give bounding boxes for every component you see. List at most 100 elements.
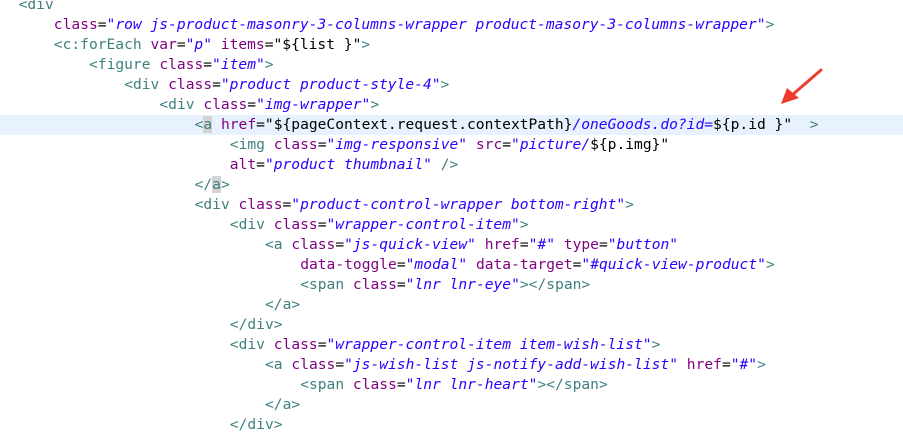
code-token: ></span> (537, 376, 608, 393)
code-token: /> (440, 156, 459, 173)
code-token: "#" (730, 356, 758, 373)
code-token: "#quick-view-product" (581, 256, 766, 273)
code-token: class (168, 76, 213, 93)
code-line[interactable]: <span class="lnr lnr-heart"></span> (0, 375, 903, 395)
code-token (467, 256, 476, 273)
code-token: class (53, 16, 98, 33)
code-token: items (220, 36, 265, 53)
code-line[interactable]: <div (0, 0, 903, 15)
code-token: <div (229, 216, 265, 233)
code-token (555, 236, 564, 253)
code-token: class (352, 376, 397, 393)
code-token: "product-control-wrapper bottom-right" (291, 196, 626, 213)
code-line[interactable]: </a> (0, 395, 903, 415)
code-token: </ (194, 176, 213, 193)
code-token: data-toggle (300, 256, 397, 273)
code-token: <c:forEach (53, 36, 142, 53)
code-token: "img-wrapper" (256, 96, 371, 113)
code-token: data-target (475, 256, 573, 273)
code-line[interactable]: </div> (0, 315, 903, 335)
code-token: a (203, 116, 213, 133)
code-token: ${p.img}" (590, 136, 670, 153)
code-token: = (97, 16, 107, 33)
code-line[interactable]: class="row js-product-masonry-3-columns-… (0, 15, 903, 35)
code-token: class (238, 196, 283, 213)
code-token (467, 136, 476, 153)
code-line[interactable]: <div class="wrapper-control-item"> (0, 215, 903, 235)
code-token (344, 376, 353, 393)
code-line[interactable]: <a class="js-wish-list js-notify-add-wis… (0, 355, 903, 375)
red-arrow-icon (781, 68, 823, 104)
code-token: </div> (229, 416, 283, 433)
code-token: "wrapper-control-item item-wish-list" (326, 336, 652, 353)
code-line[interactable]: <div class="wrapper-control-item item-wi… (0, 335, 903, 355)
code-token: a (212, 176, 221, 193)
code-token: class (273, 216, 318, 233)
code-line[interactable]: alt="product thumbnail" /> (0, 155, 903, 175)
code-token: = (247, 96, 257, 113)
code-token: "modal" (405, 256, 468, 273)
code-token: > (757, 356, 766, 373)
code-token: <div (229, 336, 265, 353)
code-line[interactable]: <div class="product-control-wrapper bott… (0, 195, 903, 215)
code-line[interactable]: <a href="${pageContext.request.contextPa… (0, 115, 903, 135)
code-token: <div (194, 196, 230, 213)
code-token: alt (229, 156, 257, 173)
code-token: /oneGoods.do?id= (572, 116, 714, 133)
code-token (159, 76, 168, 93)
code-token: "p" (185, 36, 212, 53)
code-token: <a (265, 356, 283, 373)
code-token: = (317, 216, 327, 233)
code-line[interactable]: <img class="img-responsive" src="picture… (0, 135, 903, 155)
code-token: class (159, 56, 204, 73)
code-line[interactable]: <div class="img-wrapper"> (0, 95, 903, 115)
code-token: = (282, 196, 292, 213)
code-token: "product product-style-4" (220, 76, 441, 93)
code-token (151, 56, 160, 73)
code-line[interactable]: data-toggle="modal" data-target="#quick-… (0, 255, 903, 275)
code-token (344, 276, 353, 293)
code-token: </a> (265, 296, 301, 313)
code-token: class (291, 356, 336, 373)
code-token: <a (265, 236, 283, 253)
code-line[interactable]: <span class="lnr lnr-eye"></span> (0, 275, 903, 295)
code-token: ${p.id }" (713, 116, 810, 133)
code-token: ="${pageContext.request.contextPath} (256, 116, 573, 133)
code-line[interactable]: <a class="js-quick-view" href="#" type="… (0, 235, 903, 255)
code-token: class (203, 96, 248, 113)
code-token: > (440, 76, 450, 93)
code-token: <span (300, 276, 345, 293)
code-line[interactable]: <figure class="item"> (0, 55, 903, 75)
code-token: "js-quick-view" (344, 236, 476, 253)
code-token: > (651, 336, 661, 353)
code-token: href (686, 356, 722, 373)
code-token: = (598, 236, 608, 253)
code-token: type (563, 236, 599, 253)
code-token (432, 156, 441, 173)
code-token (265, 336, 274, 353)
code-line[interactable]: </div> (0, 415, 903, 435)
code-token: = (176, 36, 186, 53)
code-token: = (212, 76, 221, 93)
code-token: href (220, 116, 257, 133)
code-line[interactable]: <c:forEach var="p" items="${list }"> (0, 35, 903, 55)
code-token: <div (18, 0, 54, 13)
code-token: < (194, 116, 204, 133)
code-line[interactable]: </a> (0, 175, 903, 195)
code-token: = (317, 336, 327, 353)
code-token: = (396, 376, 406, 393)
code-token: "#" (528, 236, 556, 253)
code-token: <div (159, 96, 195, 113)
code-token: = (721, 356, 731, 373)
code-line[interactable]: <div class="product product-style-4"> (0, 75, 903, 95)
code-token (230, 196, 239, 213)
code-line[interactable]: </a> (0, 295, 903, 315)
code-token: = (203, 56, 213, 73)
code-token: "img-responsive" (326, 136, 468, 153)
code-token: class (273, 336, 318, 353)
code-token: > (809, 116, 819, 133)
code-token: "row js-product-masonry-3-columns-wrappe… (106, 16, 766, 33)
code-token: > (264, 56, 274, 73)
code-token: class (352, 276, 397, 293)
